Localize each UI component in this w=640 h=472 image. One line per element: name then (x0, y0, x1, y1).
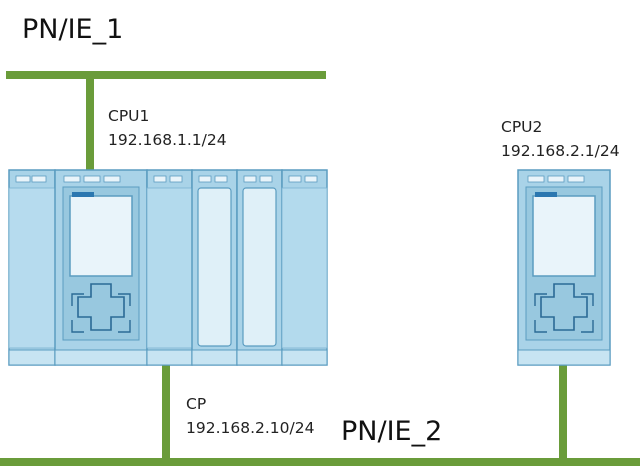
io-module-2 (236, 169, 283, 366)
cpu1-navigation-pad-icon (77, 283, 125, 331)
cpu2-display (532, 195, 596, 277)
cpu2-navigation-pad-icon (540, 283, 588, 331)
pn-ie-2-label: PN/IE_2 (341, 416, 443, 447)
pn-ie-2-bus-line (0, 458, 640, 466)
cp-module (146, 169, 193, 366)
cp-name-label: CP (186, 395, 207, 413)
pn-ie-1-bus-line (6, 71, 326, 79)
cpu2-module (517, 169, 611, 366)
cpu2-drop-line (559, 365, 567, 461)
cpu1-name-label: CPU1 (108, 107, 150, 125)
cp-ip-label: 192.168.2.10/24 (186, 419, 315, 437)
cpu2-name-label: CPU2 (501, 118, 543, 136)
pn-ie-1-label: PN/IE_1 (22, 14, 124, 45)
cpu1-drop-line (86, 75, 94, 170)
io-module-1 (191, 169, 238, 366)
cpu1-module (54, 169, 148, 366)
cpu2-ip-label: 192.168.2.1/24 (501, 142, 620, 160)
power-module (8, 169, 56, 366)
cp-drop-line (162, 365, 170, 461)
right-module (281, 169, 328, 366)
cpu1-ip-label: 192.168.1.1/24 (108, 131, 227, 149)
plc-rack (8, 169, 328, 366)
cpu1-display (69, 195, 133, 277)
